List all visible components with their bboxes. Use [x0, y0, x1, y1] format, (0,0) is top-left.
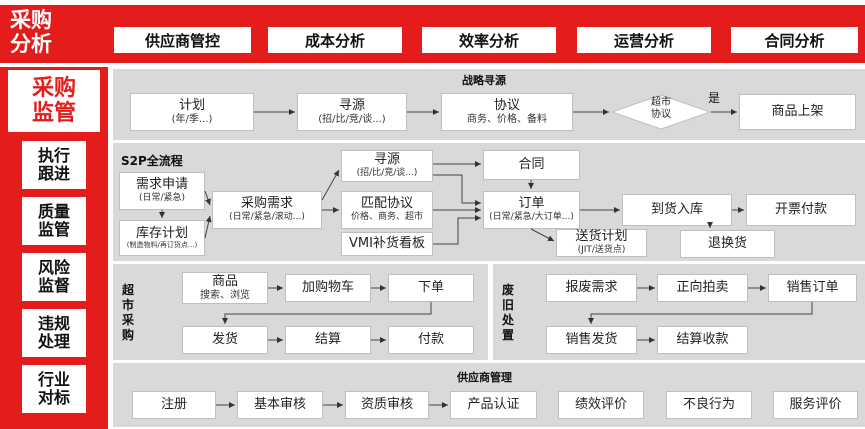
scrap-title: 废旧处置 — [501, 283, 514, 342]
settle-node[interactable]: 结算 — [285, 326, 371, 354]
yes-label: 是 — [708, 91, 721, 105]
plan-node[interactable]: 计划(年/季...) — [130, 93, 254, 131]
qualification-review-node[interactable]: 资质审核 — [345, 391, 429, 419]
tab-operation-analysis[interactable]: 运营分析 — [577, 27, 711, 53]
s2p-sourcing-node[interactable]: 寻源(招/比/竞/谈...) — [341, 150, 433, 182]
scrap-demand-node[interactable]: 报废需求 — [546, 274, 637, 302]
supermarket-title: 超市采购 — [121, 283, 134, 342]
match-agreement-node[interactable]: 匹配协议价格、商务、超市 — [341, 191, 433, 229]
decision-label: 超市协议 — [651, 97, 671, 120]
basic-review-node[interactable]: 基本审核 — [237, 391, 323, 419]
sidebar-item-violation-handling[interactable]: 违规处理 — [22, 309, 86, 357]
goods-node[interactable]: 商品搜索、浏览 — [182, 272, 268, 304]
purchase-demand-node[interactable]: 采购需求(日常/紧急/滚动...) — [212, 191, 322, 229]
arrow-purchase-to-source — [321, 169, 340, 201]
sidebar-item-quality-supervision[interactable]: 质量监管 — [22, 197, 86, 245]
pay-node[interactable]: 付款 — [388, 326, 474, 354]
sidebar-item-risk-supervision[interactable]: 风险监督 — [22, 253, 86, 301]
sidebar-item-industry-benchmark[interactable]: 行业对标 — [22, 365, 86, 413]
settle-collect-node[interactable]: 结算收款 — [657, 326, 748, 354]
strategic-sourcing-title: 战略寻源 — [462, 74, 506, 87]
arrow-order-to-delivery — [530, 228, 555, 242]
sales-delivery-node[interactable]: 销售发货 — [546, 326, 637, 354]
analysis-title: 采购 分析 — [10, 8, 52, 57]
place-order-node[interactable]: 下单 — [388, 274, 474, 302]
contract-node[interactable]: 合同 — [483, 150, 580, 180]
inventory-plan-node[interactable]: 库存计划(制造物料/再订货点...) — [119, 220, 205, 256]
service-evaluation-node[interactable]: 服务评价 — [773, 391, 858, 419]
receiving-node[interactable]: 到货入库 — [622, 194, 732, 226]
order-node[interactable]: 订单(日常/紧急/大订单...) — [483, 191, 580, 229]
return-exchange-node[interactable]: 退换货 — [680, 230, 775, 258]
arrow-order-to-ship — [222, 302, 432, 324]
agreement-node[interactable]: 协议商务、价格、备料 — [441, 93, 573, 131]
sourcing-node[interactable]: 寻源(招/比/竞/谈...) — [297, 93, 407, 131]
s2p-title: S2P全流程 — [121, 154, 183, 168]
tab-cost-analysis[interactable]: 成本分析 — [268, 27, 402, 53]
delivery-plan-node[interactable]: 送货计划(JIT/送货点) — [556, 229, 647, 257]
tab-supplier-control[interactable]: 供应商管控 — [114, 27, 251, 53]
arrow-sales-order-to-delivery — [588, 302, 813, 324]
misconduct-node[interactable]: 不良行为 — [666, 391, 752, 419]
register-node[interactable]: 注册 — [132, 391, 216, 419]
arrow-inventory-to-purchase — [204, 215, 212, 239]
arrow-demand-to-purchase — [204, 190, 211, 206]
performance-evaluation-node[interactable]: 绩效评价 — [558, 391, 644, 419]
sidebar-item-execution-tracking[interactable]: 执行跟进 — [22, 141, 86, 189]
arrow-vmi-to-order — [433, 215, 481, 245]
ship-node[interactable]: 发货 — [182, 326, 268, 354]
forward-auction-node[interactable]: 正向拍卖 — [657, 274, 748, 302]
invoice-payment-node[interactable]: 开票付款 — [746, 194, 856, 226]
tab-efficiency-analysis[interactable]: 效率分析 — [422, 27, 556, 53]
arrow-source-to-order — [433, 174, 481, 206]
supermarket-agreement-decision — [611, 94, 711, 130]
sales-order-node[interactable]: 销售订单 — [768, 274, 857, 302]
tab-contract-analysis[interactable]: 合同分析 — [731, 27, 858, 53]
vmi-board-node[interactable]: VMI补货看板 — [341, 232, 433, 256]
supplier-management-title: 供应商管理 — [457, 371, 512, 384]
supervision-title: 采购监管 — [8, 70, 100, 132]
product-listing-node[interactable]: 商品上架 — [739, 94, 856, 130]
add-to-cart-node[interactable]: 加购物车 — [285, 274, 371, 302]
demand-request-node[interactable]: 需求申请(日常/紧急) — [119, 172, 205, 210]
product-certification-node[interactable]: 产品认证 — [450, 391, 537, 419]
